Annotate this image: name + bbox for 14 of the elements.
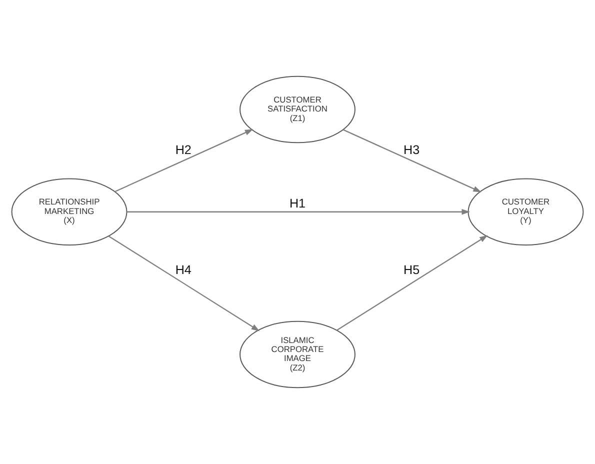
arrow bbox=[342, 129, 482, 192]
arrow bbox=[114, 129, 254, 192]
edge-label: H5 bbox=[404, 262, 420, 277]
arrow bbox=[126, 208, 470, 215]
edge-label: H1 bbox=[289, 196, 306, 211]
node-ellipse: CUSTOMER LOYALTY (Y) bbox=[468, 178, 584, 246]
edge-label: H2 bbox=[175, 142, 192, 157]
edge-label: H3 bbox=[404, 142, 420, 157]
arrow bbox=[336, 235, 488, 331]
node-ellipse: RELATIONSHIP MARKETING (X) bbox=[11, 178, 128, 246]
node-ellipse: CUSTOMER SATISFACTION (Z1) bbox=[240, 76, 356, 144]
node-ellipse: ISLAMIC CORPORATE IMAGE (Z2) bbox=[240, 320, 356, 388]
arrow bbox=[108, 236, 260, 332]
edge-label: H4 bbox=[175, 262, 192, 277]
